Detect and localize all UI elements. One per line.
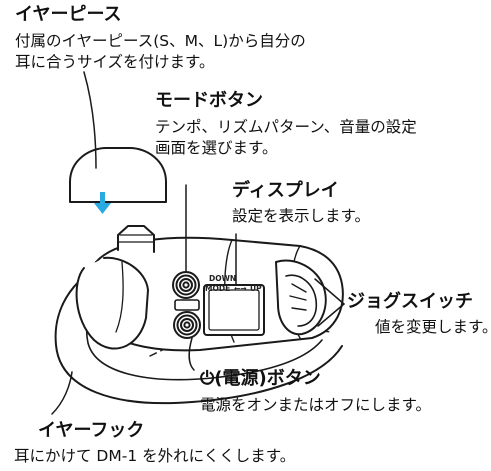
device-up-marking: UP bbox=[250, 284, 262, 293]
jog-switch-title: ジョグスイッチ bbox=[347, 291, 473, 312]
jog-switch-leader-b bbox=[317, 303, 345, 327]
power-button-title: ⏻(電源)ボタン bbox=[200, 368, 321, 391]
power-button-leader bbox=[188, 337, 195, 371]
device-mode-marking: MODE bbox=[205, 284, 230, 293]
device-arrow-marking: ←→ bbox=[234, 284, 247, 293]
display-title: ディスプレイ bbox=[232, 180, 339, 201]
display-desc: 設定を表示します。 bbox=[232, 207, 370, 225]
jog-switch-leader-a bbox=[314, 278, 345, 305]
jog-switch-shape bbox=[275, 259, 327, 336]
mode-button-desc-line1: テンポ、リズムパターン、音量の設定 bbox=[155, 118, 417, 136]
power-button-desc: 電源をオンまたはオフにします。 bbox=[200, 396, 431, 414]
jog-switch-desc: 値を変更します。 bbox=[375, 318, 491, 336]
earbud-stem bbox=[75, 256, 149, 350]
earpiece-leader bbox=[83, 71, 97, 169]
earpiece-title: イヤーピース bbox=[15, 4, 122, 25]
insert-arrow-icon bbox=[94, 192, 111, 214]
earpiece-desc-line1: 付属のイヤーピース(S、M、L)から自分の bbox=[15, 32, 306, 50]
earpiece-cap bbox=[69, 147, 167, 203]
mode-button-title: モードボタン bbox=[155, 90, 263, 111]
display-window bbox=[203, 284, 265, 336]
mode-button-desc-line2: 画面を選びます。 bbox=[155, 139, 278, 157]
device-down-marking: DOWN bbox=[209, 274, 236, 283]
power-button-title-text: (電源)ボタン bbox=[214, 368, 321, 389]
power-icon: ⏻ bbox=[200, 368, 215, 389]
ear-hook-title: イヤーフック bbox=[38, 420, 145, 441]
ear-hook-leader bbox=[51, 371, 73, 415]
ear-hook-desc: 耳にかけて DM-1 を外れにくくします。 bbox=[14, 447, 296, 465]
ear-hook-shape bbox=[54, 261, 343, 405]
earpiece-desc-line2: 耳に合うサイズを付けます。 bbox=[15, 53, 215, 71]
